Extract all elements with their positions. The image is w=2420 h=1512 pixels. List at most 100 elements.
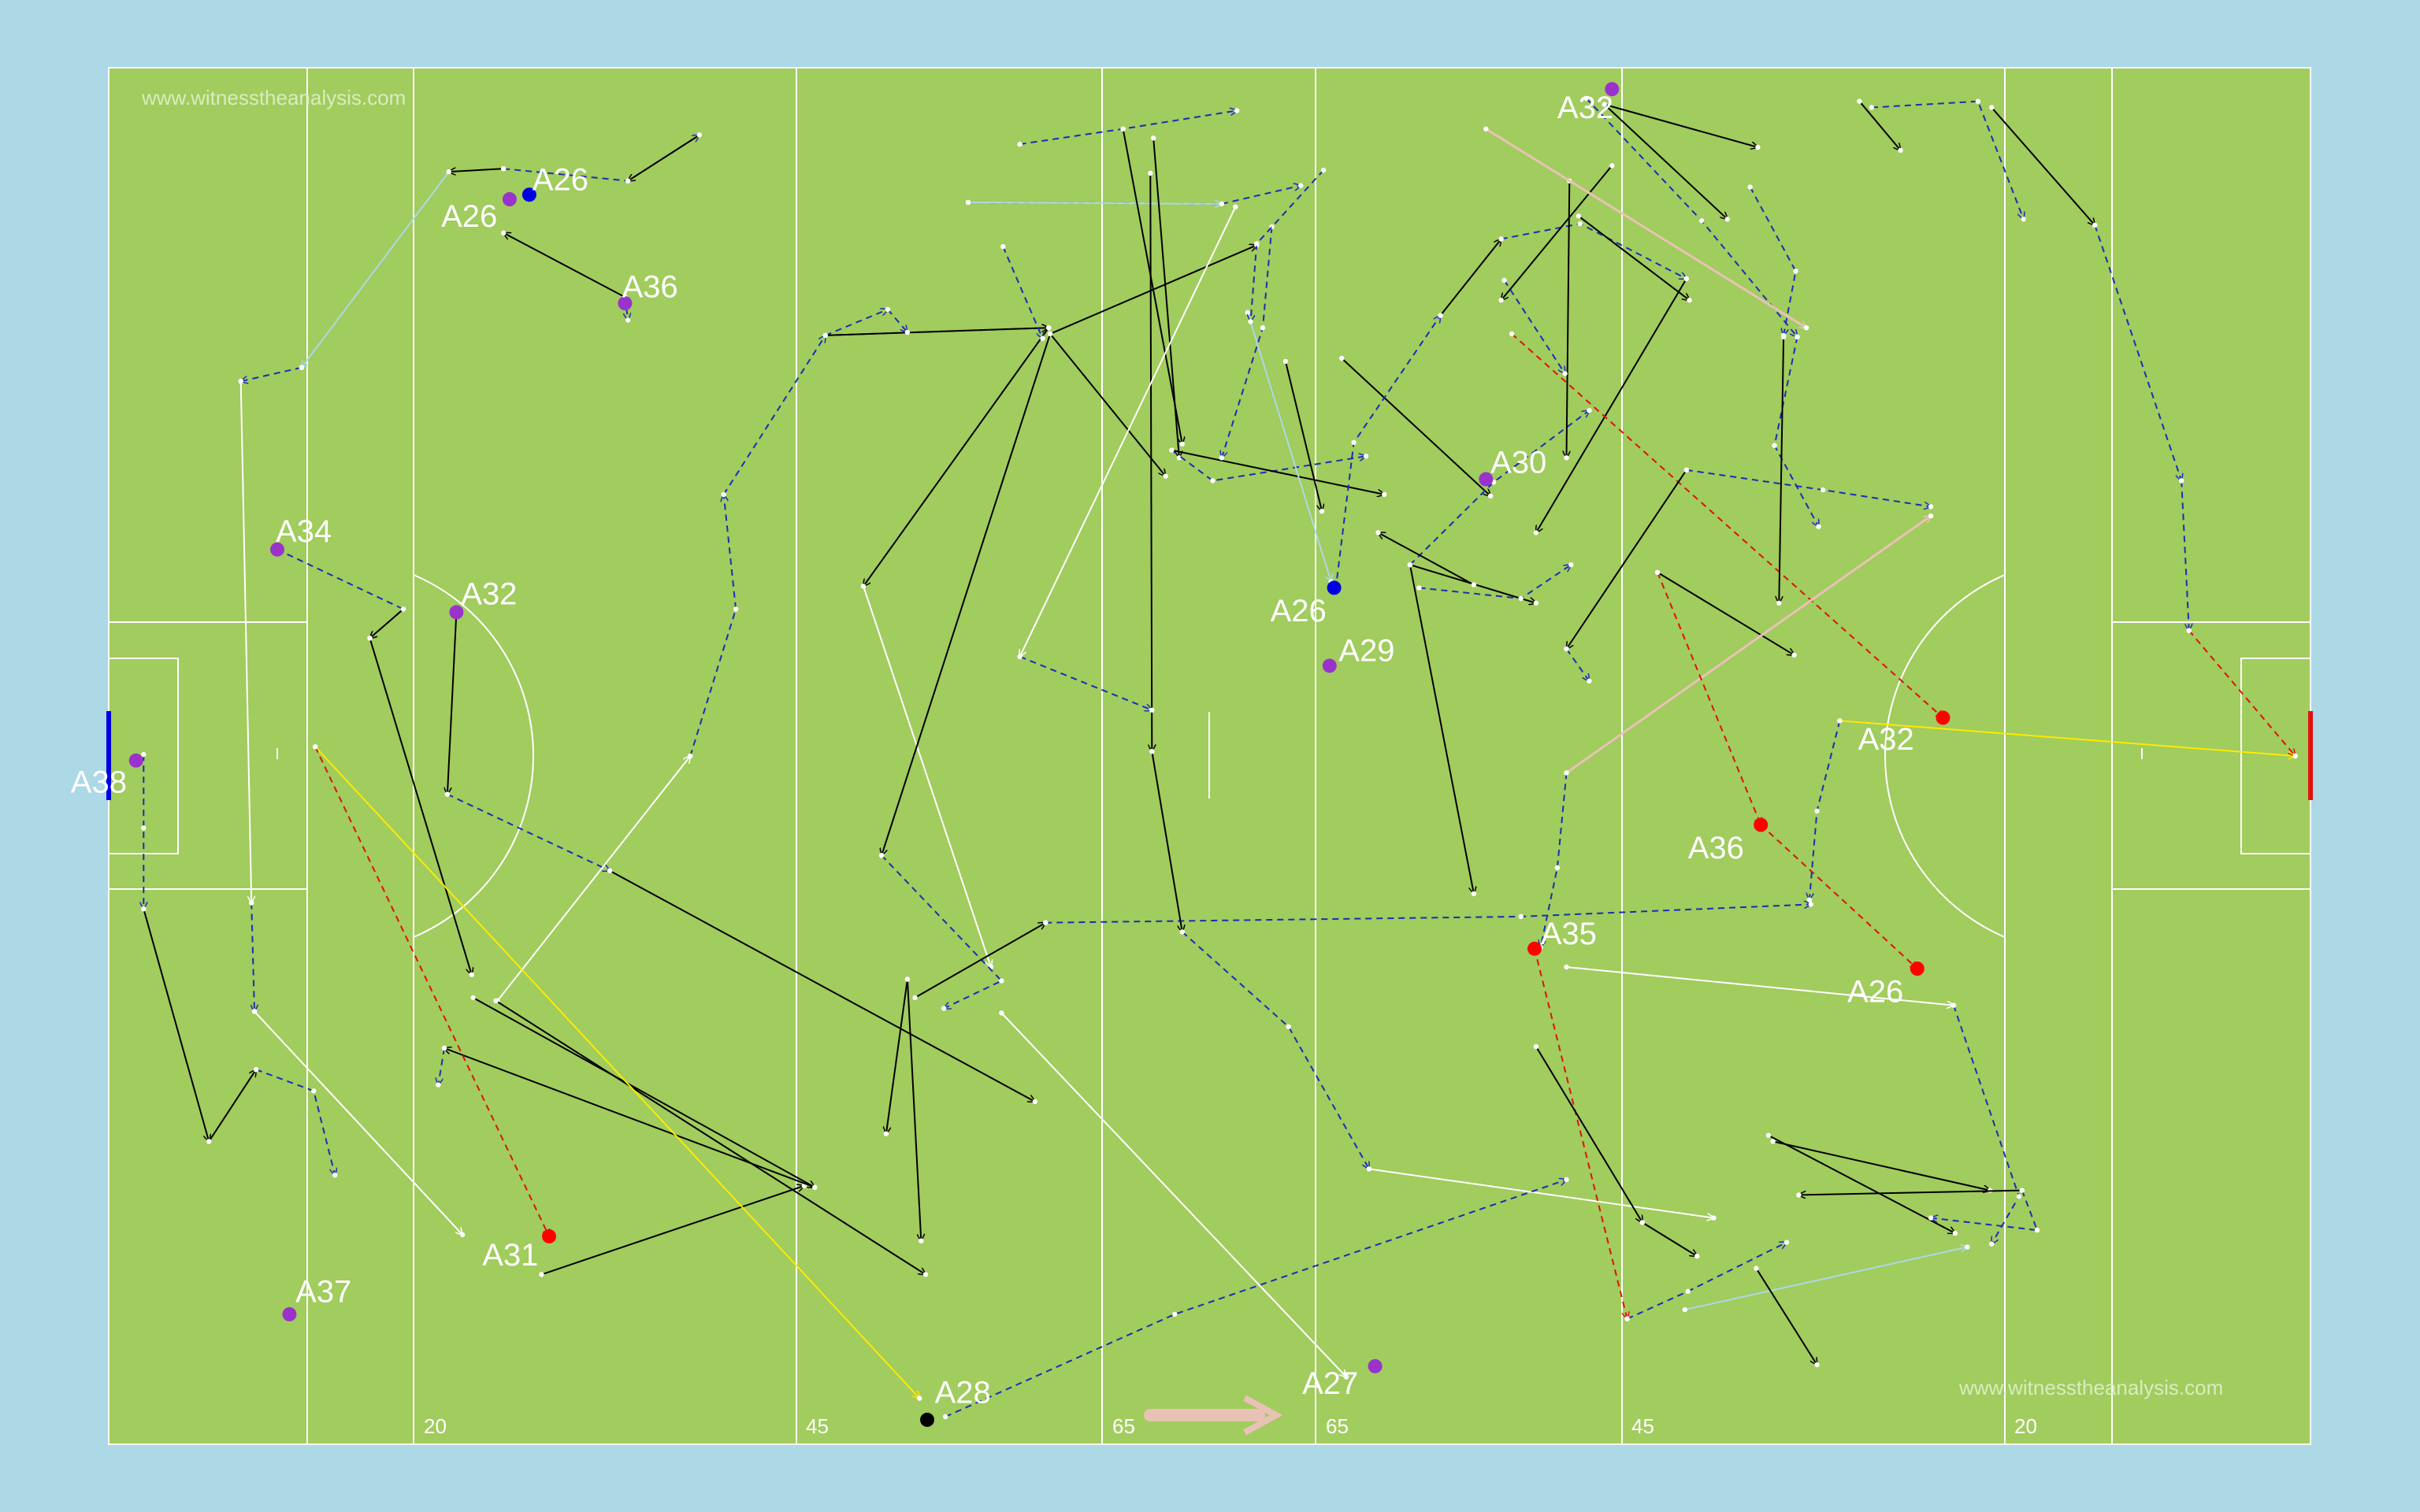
event-pass-line [1871, 100, 2024, 220]
event-node-dot [1219, 201, 1225, 207]
event-carry-line [1991, 106, 2095, 226]
event-node-dot [1032, 1099, 1038, 1105]
player-marker-dot [1327, 580, 1342, 595]
event-pass-line [1002, 246, 1042, 339]
event-node-dot [2021, 217, 2026, 222]
event-node-dot [1803, 325, 1809, 331]
event-carry-line [449, 169, 504, 172]
event-node-dot [441, 1045, 447, 1051]
event-red-shot-line [314, 746, 549, 1236]
event-node-dot [2016, 1194, 2022, 1199]
event-node-dot [1151, 135, 1156, 141]
event-node-dot [501, 230, 507, 235]
event-carry-line [1341, 358, 1490, 496]
yard-label: 65 [1112, 1414, 1135, 1438]
event-node-dot [1683, 467, 1689, 472]
event-node-dot [941, 1006, 947, 1011]
event-carry-line [1755, 1268, 1817, 1365]
event-node-dot [1814, 1362, 1820, 1368]
event-node-dot [1533, 530, 1539, 536]
event-carry-line [628, 134, 700, 181]
event-pass-line [825, 309, 888, 336]
event-red-shot-line [1534, 948, 1628, 1319]
event-node-dot [493, 998, 499, 1004]
event-carry-line [1604, 103, 1758, 147]
event-node-dot [444, 791, 451, 797]
event-node-dot [2034, 1227, 2040, 1233]
event-pass-line [1171, 449, 1366, 482]
event-node-dot [1564, 646, 1569, 652]
event-node-dot [1483, 126, 1489, 132]
event-node-dot [1245, 309, 1250, 315]
event-node-dot [332, 1173, 338, 1178]
event-node-dot [1814, 808, 1820, 814]
event-node-dot [1562, 371, 1568, 376]
event-node-dot [1501, 277, 1507, 284]
event-carry-line [825, 328, 1049, 336]
event-carry-line [208, 1069, 256, 1142]
event-node-dot [912, 995, 918, 1001]
event-node-dot [1000, 244, 1006, 250]
event-node-dot [1602, 102, 1607, 107]
event-carry-line [1150, 172, 1152, 751]
event-node-dot [469, 972, 474, 977]
event-node-dot [1869, 105, 1875, 110]
event-carry-line [1657, 572, 1795, 655]
event-kick-line [1000, 1012, 1346, 1377]
player-marker-dot [1527, 941, 1542, 956]
player-marker-label: A35 [1541, 917, 1597, 951]
event-pass-line [2094, 224, 2181, 480]
event-carry-line [882, 333, 1052, 855]
event-node-dot [1438, 313, 1443, 318]
event-node-dot [1286, 1024, 1291, 1030]
yard-label: 45 [806, 1414, 829, 1438]
event-node-dot [999, 1010, 1004, 1016]
event-pass-line [1931, 1190, 2039, 1232]
event-carry-line [447, 612, 458, 794]
player-marker-dot [1754, 817, 1769, 832]
event-carry-line [495, 999, 926, 1275]
event-red-shot-line [1657, 572, 1761, 825]
player-marker-dot [1910, 962, 1924, 976]
event-node-dot [1017, 654, 1023, 659]
event-node-dot [2186, 628, 2192, 633]
event-node-dot [1176, 455, 1182, 461]
event-node-dot [1694, 1253, 1700, 1259]
event-node-dot [1219, 455, 1225, 461]
event-carry-line [1567, 469, 1687, 649]
player-marker-label: A26 [441, 199, 497, 234]
event-carry-line [370, 608, 404, 639]
event-node-dot [206, 1139, 212, 1144]
event-carry-line [1122, 128, 1182, 444]
event-node-dot [539, 1272, 544, 1277]
event-red-shot-line [1511, 333, 1943, 718]
event-carry-line [1798, 1189, 2022, 1195]
event-node-dot [299, 365, 304, 370]
event-node-dot [1040, 335, 1045, 341]
event-node-dot [1576, 213, 1582, 219]
player-marker-label: A31 [482, 1238, 538, 1273]
player-marker-dot [282, 1306, 297, 1321]
event-carry-line [609, 869, 1035, 1102]
event-carry-line [1536, 278, 1687, 532]
event-node-dot [1609, 163, 1615, 169]
event-node-dot [1375, 530, 1381, 536]
event-node-dot [1989, 1241, 1995, 1247]
event-carry-line [369, 638, 472, 974]
event-pass-line [1182, 931, 1369, 1169]
event-red-shot-line [2188, 630, 2296, 756]
event-kick-line [239, 381, 252, 902]
event-node-dot [141, 825, 147, 831]
event-carry-line [1501, 165, 1613, 300]
event-lightblue-line [302, 171, 450, 368]
yard-labels: 20 45 65 65 45 20 [424, 1414, 2037, 1438]
event-node-dot [1587, 678, 1592, 684]
event-kick-line [1368, 1168, 1714, 1217]
event-node-dot [1248, 319, 1253, 324]
event-node-dot [251, 1009, 258, 1014]
event-carry-line [1439, 239, 1501, 317]
event-node-dot [1518, 914, 1524, 920]
event-node-dot [1487, 493, 1494, 498]
event-node-dot [1724, 217, 1730, 222]
